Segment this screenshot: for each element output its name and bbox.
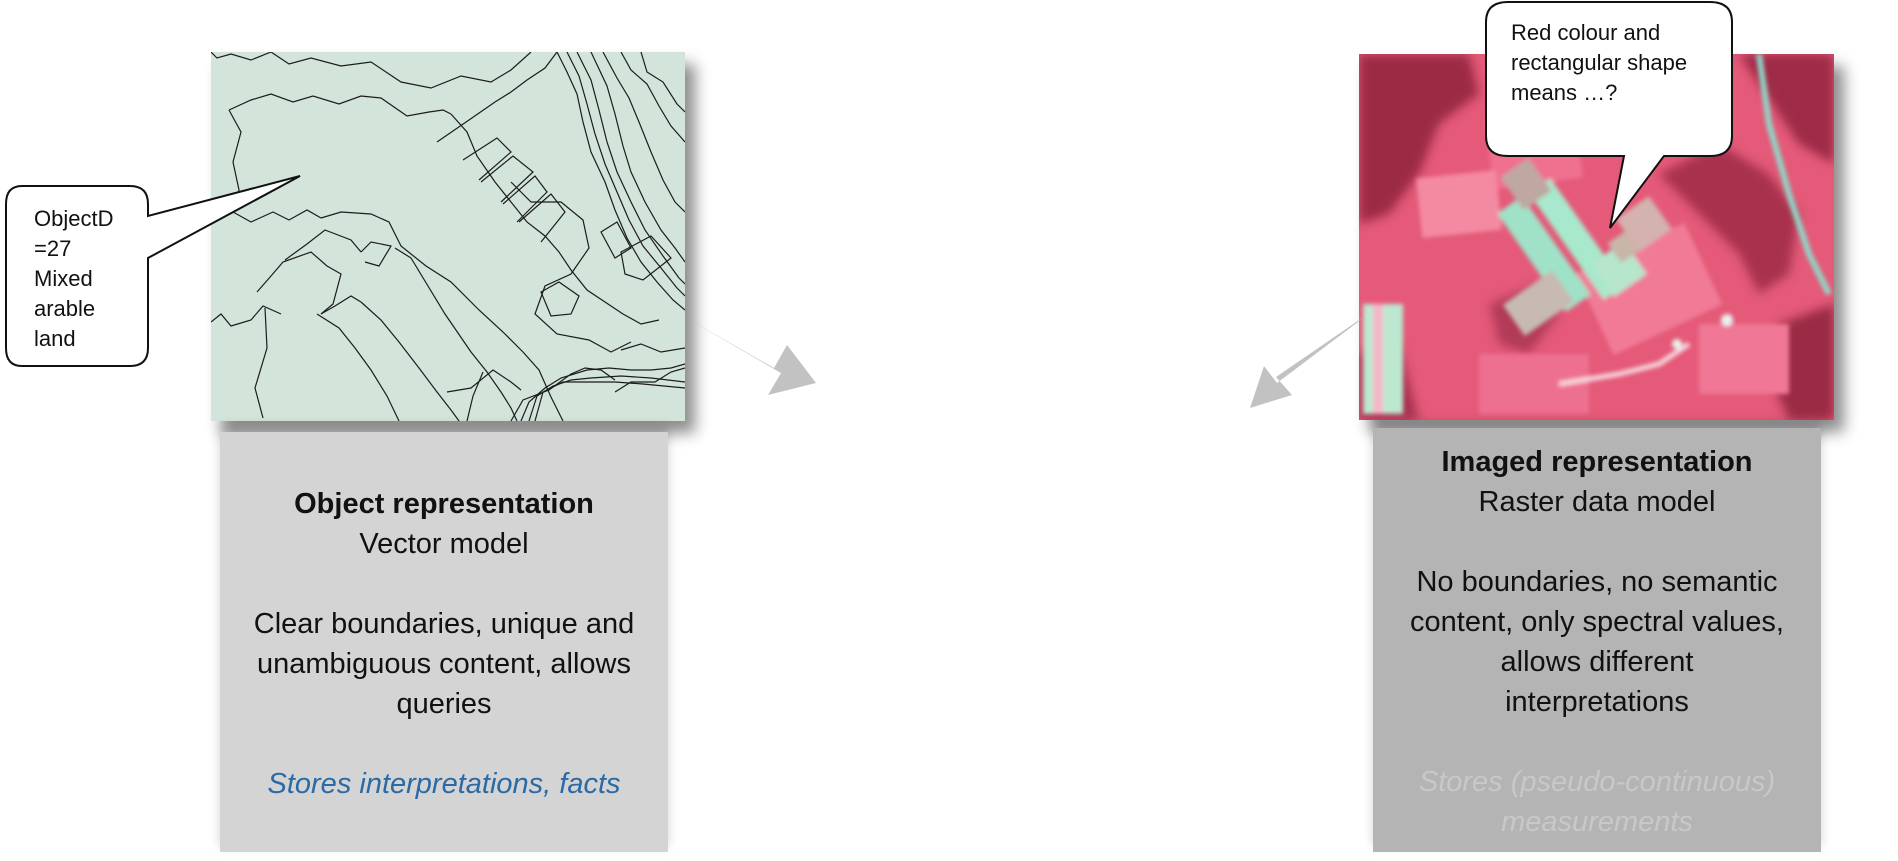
arrow-vector-right bbox=[676, 312, 816, 395]
object-panel-description-line: unambiguous content, allows bbox=[256, 648, 631, 680]
callout-line: Mixed bbox=[34, 266, 93, 291]
arrow-raster-left bbox=[1250, 318, 1362, 408]
callout-line: land bbox=[34, 326, 76, 351]
object-panel-description-line: Clear boundaries, unique and bbox=[253, 608, 635, 640]
object-panel-description-line: queries bbox=[396, 688, 492, 720]
raster-false-color-fields bbox=[1359, 54, 1834, 420]
raster-callout-text: Red colour and rectangular shape means …… bbox=[1511, 18, 1687, 108]
object-panel-note: Stores interpretations, facts bbox=[267, 768, 621, 800]
vector-parcel-boundaries bbox=[211, 52, 685, 421]
imaged-panel-subtitle: Raster data model bbox=[1478, 486, 1716, 518]
imaged-panel-description-line: interpretations bbox=[1505, 686, 1689, 718]
callout-line: arable bbox=[34, 296, 96, 321]
object-panel-title: Object representation bbox=[294, 488, 594, 520]
callout-line: means …? bbox=[1511, 80, 1618, 105]
imaged-panel-description-line: content, only spectral values, bbox=[1410, 606, 1784, 638]
callout-line: rectangular shape bbox=[1511, 50, 1688, 75]
imaged-representation-panel: Imaged representation Raster data model … bbox=[1373, 428, 1821, 852]
callout-line: ObjectD bbox=[34, 206, 114, 231]
imaged-panel-description-line: allows different bbox=[1500, 646, 1694, 678]
vector-map-image bbox=[211, 52, 685, 421]
imaged-panel-description-line: No boundaries, no semantic bbox=[1416, 566, 1778, 598]
callout-line: =27 bbox=[34, 236, 72, 261]
raster-satellite-image bbox=[1359, 54, 1834, 420]
object-callout-text: ObjectD =27 Mixed arable land bbox=[34, 204, 113, 354]
imaged-panel-note-line: measurements bbox=[1501, 806, 1693, 838]
imaged-panel-note-line: Stores (pseudo-continuous) bbox=[1418, 766, 1776, 798]
imaged-panel-title: Imaged representation bbox=[1441, 446, 1753, 478]
object-representation-panel: Object representation Vector model Clear… bbox=[220, 432, 668, 852]
callout-line: Red colour and bbox=[1511, 20, 1661, 45]
object-panel-subtitle: Vector model bbox=[359, 528, 529, 560]
